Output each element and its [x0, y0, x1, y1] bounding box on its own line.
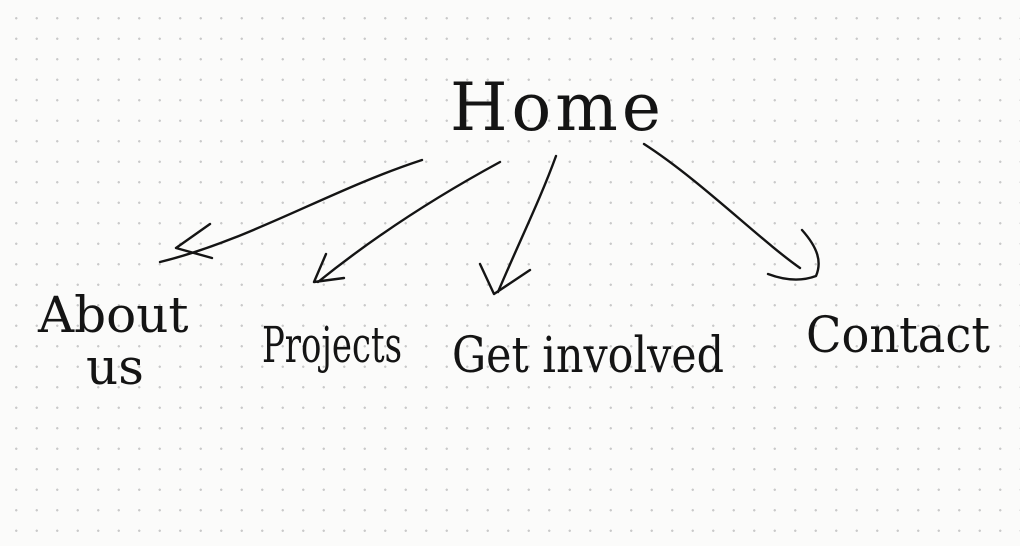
node-home: Home: [450, 69, 665, 146]
node-get-involved: Get involved: [452, 326, 724, 384]
node-about-us-line-2: us: [86, 338, 144, 396]
edge-home-projects: [312, 160, 502, 284]
node-about-us: About us: [37, 286, 189, 396]
arrowhead: [312, 252, 346, 284]
arrowhead: [478, 262, 532, 296]
arrowhead: [174, 222, 214, 260]
edge-line: [496, 154, 558, 294]
edge-line: [158, 158, 424, 264]
node-about-us-line-1: About: [37, 286, 189, 344]
node-contact: Contact: [806, 306, 990, 364]
arrowhead: [766, 228, 820, 281]
edges: [158, 142, 820, 296]
edge-line: [642, 142, 802, 270]
edge-line: [316, 160, 502, 284]
edge-home-about-us: [158, 158, 424, 264]
node-projects: Projects: [262, 316, 402, 374]
nodes: Home About us Projects Get involved Cont…: [37, 69, 990, 396]
edge-home-contact: [642, 142, 820, 281]
edge-home-get-involved: [478, 154, 558, 296]
